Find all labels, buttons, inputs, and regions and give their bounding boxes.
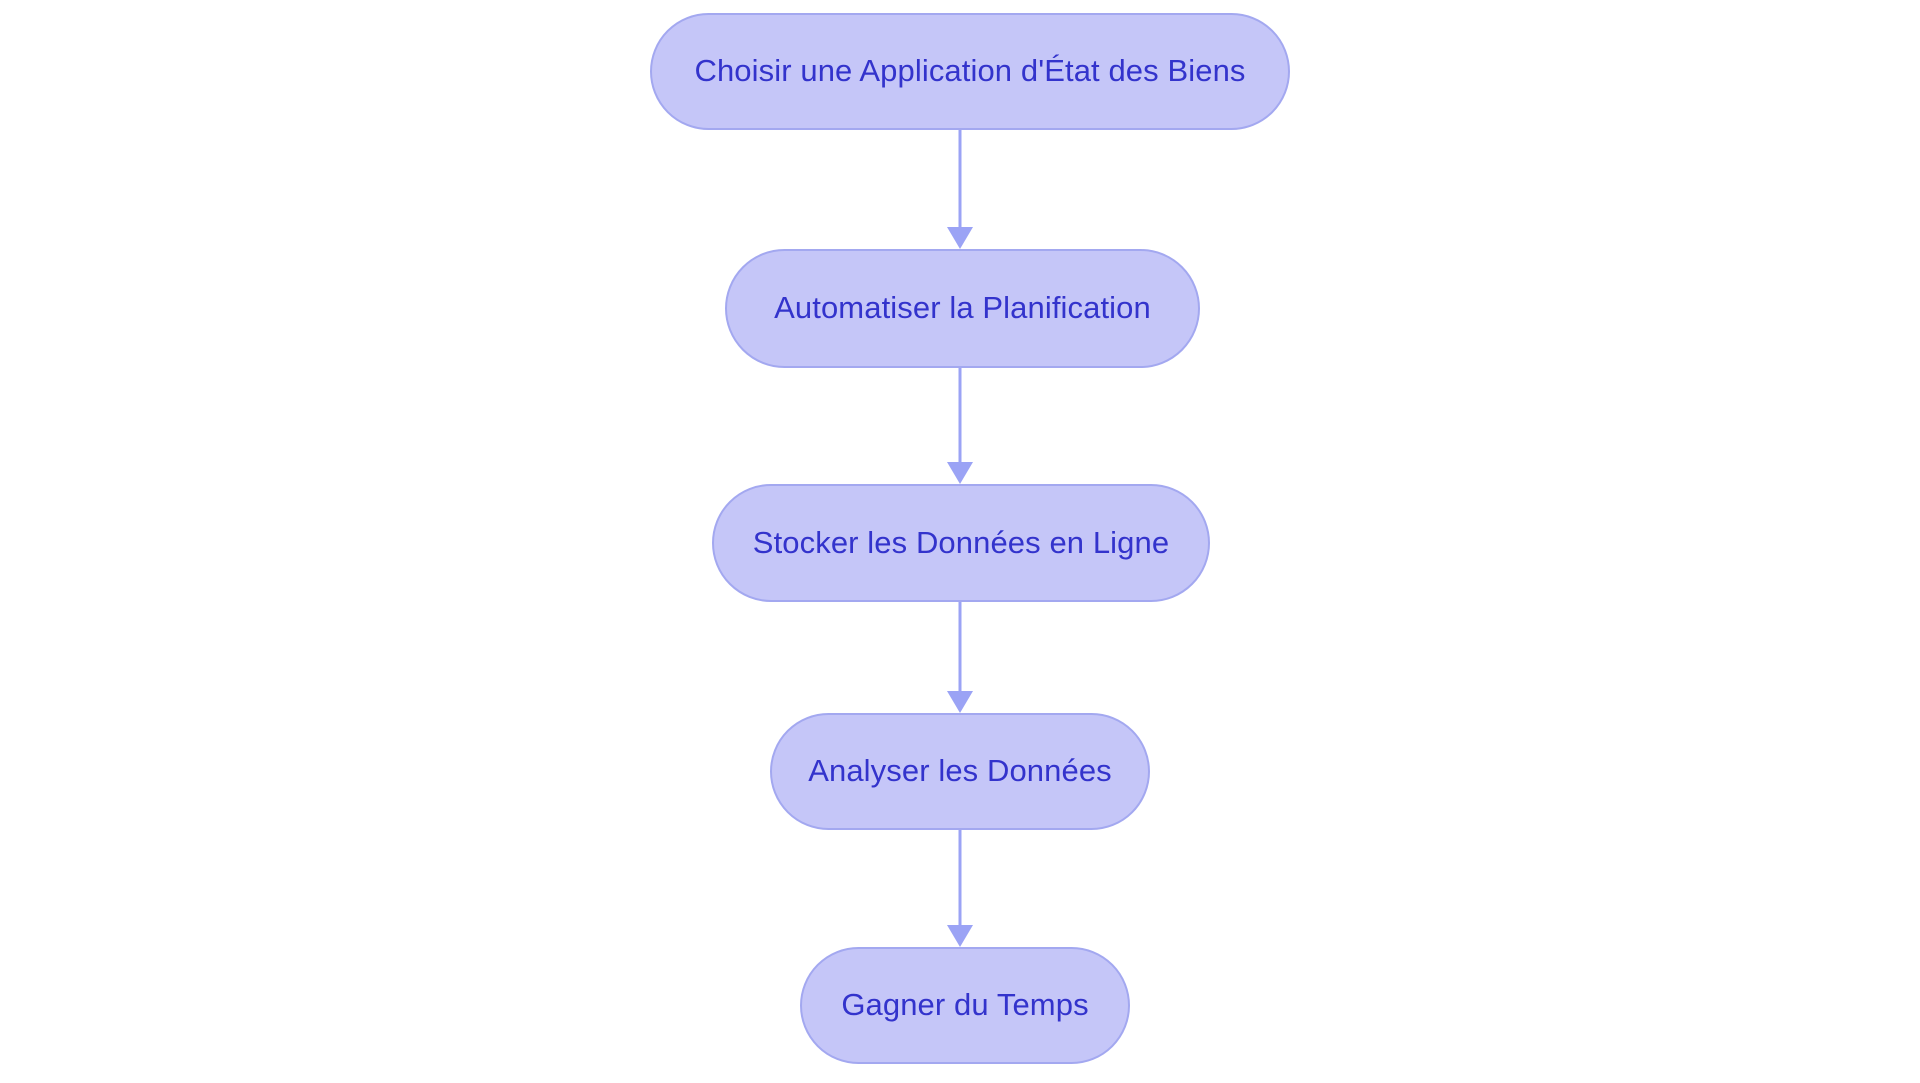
flowchart-edge-1-line xyxy=(958,130,962,227)
flowchart-node-2[interactable]: Automatiser la Planification xyxy=(725,249,1200,368)
flowchart-node-3-label: Stocker les Données en Ligne xyxy=(752,524,1170,560)
flowchart-edge-2 xyxy=(947,368,973,484)
flowchart-node-3[interactable]: Stocker les Données en Ligne xyxy=(712,484,1210,602)
arrow-head-icon xyxy=(947,227,973,249)
flowchart-edge-2-line xyxy=(958,368,962,462)
flowchart-edge-3-line xyxy=(958,602,962,691)
flowchart-edge-1 xyxy=(947,130,973,249)
arrow-head-icon xyxy=(947,691,973,713)
flowchart-node-2-label: Automatiser la Planification xyxy=(774,290,1151,326)
flowchart-node-5-label: Gagner du Temps xyxy=(841,987,1089,1023)
arrow-head-icon xyxy=(947,925,973,947)
flowchart-node-4[interactable]: Analyser les Données xyxy=(770,713,1150,830)
flowchart-edge-4 xyxy=(947,830,973,947)
flowchart-node-5[interactable]: Gagner du Temps xyxy=(800,947,1130,1064)
flowchart-edge-4-line xyxy=(958,830,962,925)
flowchart-edge-3 xyxy=(947,602,973,713)
arrow-head-icon xyxy=(947,462,973,484)
flowchart-node-1[interactable]: Choisir une Application d'État des Biens xyxy=(650,13,1290,130)
flowchart-node-1-label: Choisir une Application d'État des Biens xyxy=(694,53,1246,89)
flowchart-node-4-label: Analyser les Données xyxy=(808,753,1112,789)
